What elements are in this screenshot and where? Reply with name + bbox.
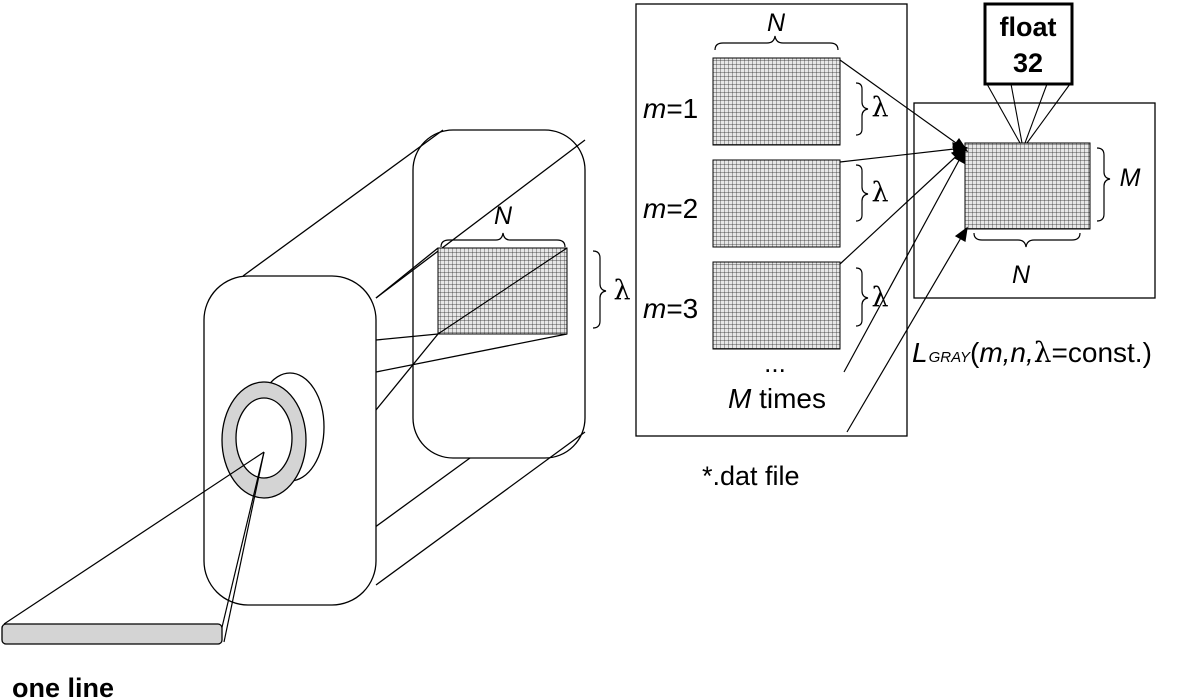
formula-label: LGRAY(m,n,λ=const.) [912, 336, 1152, 369]
projection-line [375, 333, 439, 341]
float32-label-line2: 32 [1013, 48, 1043, 78]
dat-ellipsis: ... [764, 348, 786, 378]
arrow-frame2 [839, 147, 964, 163]
output-brace-right [1096, 147, 1111, 222]
frame-brace [855, 164, 869, 222]
frame-grid [712, 261, 841, 350]
sensor-brace-right [592, 250, 607, 329]
arrow-head [953, 148, 966, 164]
output-label-m: M [1120, 164, 1141, 192]
frame-brace [855, 82, 869, 136]
output-brace-bottom [973, 232, 1081, 248]
scanned-line-label: one line [12, 673, 114, 700]
frame-grid [712, 57, 841, 146]
frame-index-label: m=3 [643, 293, 698, 324]
dat-file-box [635, 3, 908, 437]
dat-label-n: N [767, 9, 786, 37]
arrow-times [843, 152, 964, 373]
assembly-arrows [839, 59, 969, 433]
float32-box [983, 2, 1074, 86]
camera [203, 129, 586, 606]
frame-grid [712, 159, 841, 248]
dat-times-label: M times [728, 383, 826, 414]
float32-label-line1: float [1000, 12, 1057, 42]
arrow-frame3 [839, 149, 964, 265]
frame-lambda-label: λ [871, 177, 888, 208]
camera-edge-top [242, 129, 444, 277]
frame-2: λ m=2 [643, 159, 889, 248]
dat-brace-top [714, 35, 839, 51]
lens-aperture [235, 397, 293, 479]
frame-brace [855, 267, 869, 327]
projection-line [375, 333, 568, 373]
output-label-n: N [1012, 261, 1031, 289]
scanned-line-bar [1, 623, 223, 645]
frame-1: λ m=1 [643, 57, 889, 146]
frame-3: λ m=3 [643, 261, 889, 350]
frame-index-label: m=2 [643, 193, 698, 224]
sensor-label-n: N [494, 202, 513, 230]
lens [221, 372, 325, 499]
arrow-frame1 [839, 59, 964, 149]
projection-line [375, 247, 439, 299]
camera-edge-right-bottom [375, 431, 586, 586]
dat-file-caption: *.dat file [702, 461, 800, 491]
scan-line [437, 247, 568, 335]
sensor-brace-top [440, 232, 566, 248]
arrow-formula [846, 230, 966, 433]
output-box [913, 102, 1156, 299]
sensor-label-lambda: λ [613, 275, 630, 306]
arrow-head [954, 226, 968, 242]
frame-index-label: m=1 [643, 93, 698, 124]
frame-lambda-label: λ [871, 92, 888, 123]
output-grid [964, 142, 1091, 230]
view-beam [3, 451, 265, 645]
frame-lambda-label: λ [871, 282, 888, 313]
float32-fan [986, 83, 1071, 144]
camera-edge-right-top [375, 139, 586, 299]
projection-line [375, 333, 439, 411]
